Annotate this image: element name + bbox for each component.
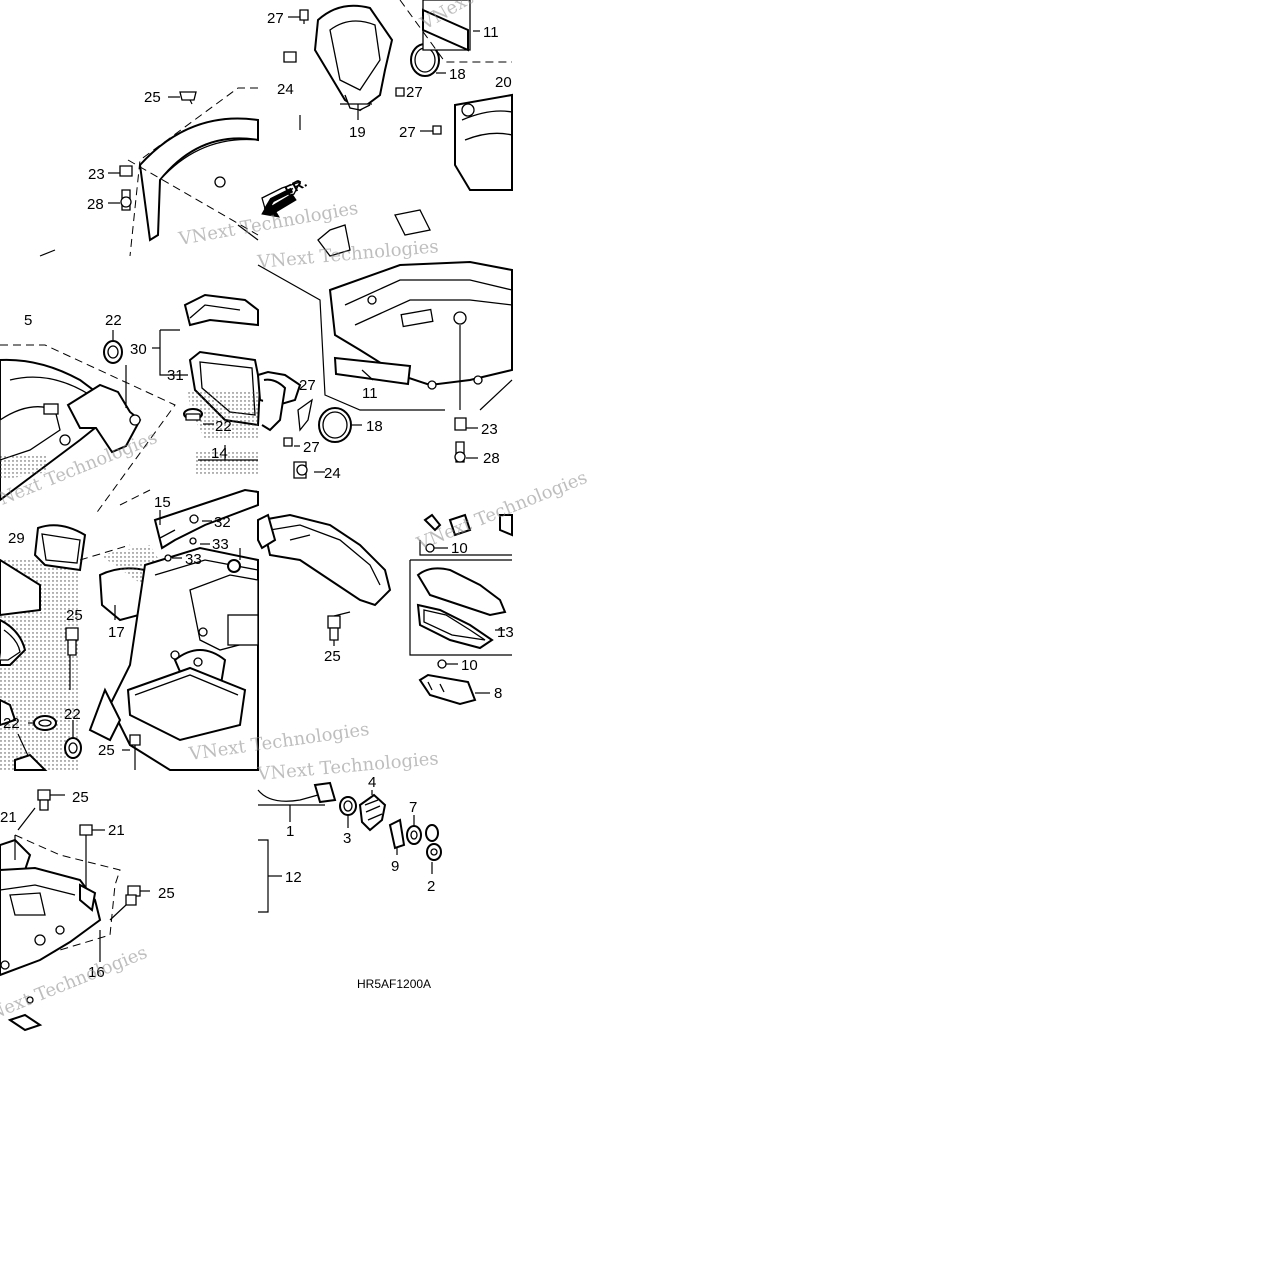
callout-label: 25 xyxy=(72,789,89,806)
callout-label: 20 xyxy=(495,74,512,91)
callout-label: 25 xyxy=(324,648,341,665)
callout-label: 7 xyxy=(409,799,417,816)
callout-label: 25 xyxy=(158,885,175,902)
callout-label: 2 xyxy=(427,878,435,895)
panel-top-cover-middle-right xyxy=(256,260,513,479)
callout-label: 18 xyxy=(449,66,466,83)
callout-label: 28 xyxy=(483,450,500,467)
callout-label: 33 xyxy=(212,536,229,553)
callout-label: 25 xyxy=(144,89,161,106)
watermark-text: VNext Technologies xyxy=(256,748,440,785)
callout-label: 33 xyxy=(185,551,202,568)
callout-label: 27 xyxy=(267,10,284,27)
callout-label: 27 xyxy=(406,84,423,101)
callout-label: 22 xyxy=(64,706,81,723)
callout-label: 30 xyxy=(130,341,147,358)
callout-label: 22 xyxy=(215,418,232,435)
callout-label: 14 xyxy=(211,445,228,462)
panel-air-duct-top-right xyxy=(261,0,513,257)
panel-side-cover-lower-right xyxy=(257,513,513,706)
callout-label: 10 xyxy=(451,540,468,557)
callout-label: 11 xyxy=(483,24,499,41)
callout-label: 11 xyxy=(362,385,378,402)
callout-label: 18 xyxy=(366,418,383,435)
watermark-text: VNext Technologies xyxy=(413,467,590,555)
callout-label: 24 xyxy=(324,465,341,482)
callout-label: 13 xyxy=(497,624,514,641)
callout-label: 24 xyxy=(277,81,294,98)
panel-rear-fender-lower-left xyxy=(0,488,259,771)
callout-labels: 27 11 18 20 24 27 19 27 25 23 28 5 22 30… xyxy=(0,10,514,981)
callout-label: 17 xyxy=(108,624,125,641)
callout-label: 16 xyxy=(88,964,105,981)
diagram-code: HR5AF1200A xyxy=(357,977,431,991)
callout-label: 10 xyxy=(461,657,478,674)
callout-label: 9 xyxy=(391,858,399,875)
callout-label: 3 xyxy=(343,830,351,847)
callout-label: 31 xyxy=(167,367,184,384)
callout-label: 21 xyxy=(108,822,125,839)
callout-label: 23 xyxy=(481,421,498,438)
callout-label: 29 xyxy=(8,530,25,547)
callout-label: 22 xyxy=(105,312,122,329)
callout-label: 4 xyxy=(368,774,376,791)
callout-label: 28 xyxy=(87,196,104,213)
callout-label: 12 xyxy=(285,869,302,886)
callout-label: 1 xyxy=(286,823,294,840)
callout-label: 15 xyxy=(154,494,171,511)
panel-rear-cover-middle-left xyxy=(0,293,262,516)
callout-label: 19 xyxy=(349,124,366,141)
callout-label: 25 xyxy=(98,742,115,759)
panel-front-fender-bottom-left xyxy=(0,789,150,1032)
panel-rear-fender-top-left xyxy=(39,87,259,257)
front-direction-arrow-icon xyxy=(261,193,297,218)
callout-label: 5 xyxy=(24,312,32,329)
callout-label: 8 xyxy=(494,685,502,702)
callout-label: 27 xyxy=(399,124,416,141)
panel-connector-bottom-right xyxy=(257,781,442,913)
callout-label: 27 xyxy=(303,439,320,456)
callout-label: 22 xyxy=(3,715,20,732)
callout-label: 32 xyxy=(214,514,231,531)
callout-label: 23 xyxy=(88,166,105,183)
callout-label: 27 xyxy=(299,377,316,394)
callout-label: 25 xyxy=(66,607,83,624)
callout-label: 21 xyxy=(0,809,17,826)
